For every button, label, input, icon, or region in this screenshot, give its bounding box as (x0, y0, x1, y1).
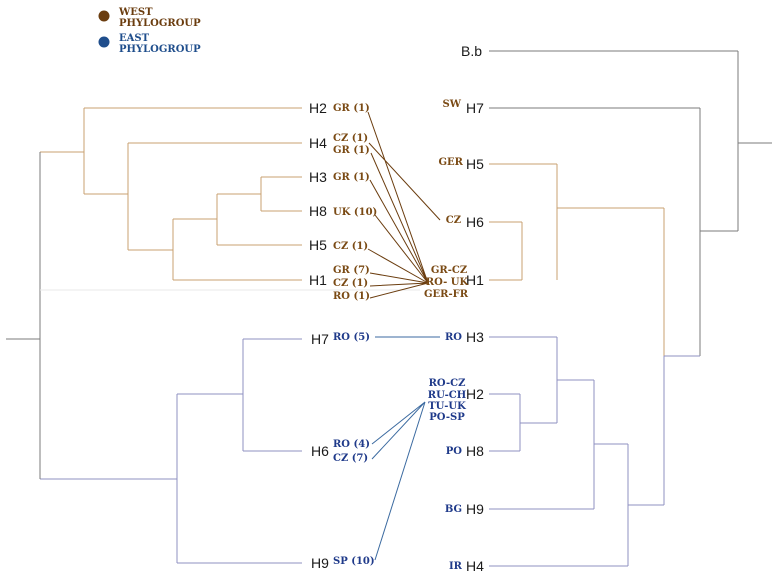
west-connector-lines (367, 111, 441, 299)
left-hap-h1: H1 (309, 272, 327, 288)
right-region-h2-4: PO-SP (429, 412, 465, 423)
left-count-h2-1: GR (1) (333, 103, 370, 114)
right-west-branches (489, 163, 665, 356)
left-east-branches (40, 338, 302, 564)
left-east-labels: H7 RO (5) H6 RO (4) CZ (7) H9 SP (10) (311, 331, 375, 571)
left-hap-h9: H9 (311, 555, 329, 571)
connectors-east (371, 336, 440, 561)
left-tree-root (6, 152, 420, 479)
right-region-h2-3: TU-UK (428, 401, 466, 412)
left-root-branch (6, 152, 41, 479)
right-tree (489, 50, 772, 567)
left-hap-h3: H3 (309, 169, 327, 185)
right-hap-h3: H3 (466, 329, 484, 345)
left-count-h7-1: RO (5) (333, 332, 370, 343)
legend-east-dot (98, 36, 110, 48)
left-west-branches (40, 107, 302, 281)
right-region-h3: RO (445, 332, 462, 343)
right-region-h1-1: GR-CZ (431, 265, 467, 276)
left-count-h4-2: GR (1) (333, 145, 370, 156)
left-count-h1-2: CZ (1) (333, 278, 368, 289)
right-hap-h8: H8 (466, 443, 484, 459)
right-hap-h5: H5 (466, 156, 484, 172)
left-hap-h6: H6 (311, 443, 329, 459)
right-hap-h7: H7 (466, 100, 484, 116)
left-hap-h7: H7 (311, 331, 329, 347)
left-count-h3-1: GR (1) (333, 172, 370, 183)
left-count-h5-1: CZ (1) (333, 241, 368, 252)
right-hap-h4: H4 (466, 558, 484, 574)
right-hap-h2: H2 (466, 386, 484, 402)
right-region-h7: SW (443, 99, 462, 110)
right-region-h4: IR (449, 561, 463, 572)
left-hap-h8: H8 (309, 203, 327, 219)
legend-east-label-1: EAST (119, 33, 150, 44)
right-root-branches (489, 50, 772, 356)
left-count-h9-1: SP (10) (333, 556, 375, 567)
left-west-labels: H2 GR (1) H4 CZ (1) GR (1) H3 GR (1) H8 … (309, 100, 377, 302)
left-tree-east (40, 338, 302, 564)
right-outgroup-label: B.b (461, 43, 482, 59)
left-hap-h4: H4 (309, 135, 327, 151)
left-count-h1-3: RO (1) (333, 291, 370, 302)
legend-west-label-2: PHYLOGROUP (119, 18, 201, 29)
left-count-h6-2: CZ (7) (333, 453, 368, 464)
legend-west-dot (98, 10, 110, 22)
right-region-h2-2: RU-CH (428, 390, 466, 401)
left-hap-h2: H2 (309, 100, 327, 116)
right-hap-h1: H1 (466, 272, 484, 288)
right-region-h1-3: GER-FR (424, 289, 469, 300)
left-tree-west (40, 107, 302, 281)
left-count-h1-1: GR (7) (333, 265, 370, 276)
right-hap-h6: H6 (466, 214, 484, 230)
right-labels: B.b H7 SW H5 GER H6 CZ H1 GR-CZ RO- UK G… (424, 43, 484, 574)
right-region-h1-2: RO- UK (426, 277, 469, 288)
east-connector-lines (371, 336, 440, 561)
left-count-h4-1: CZ (1) (333, 133, 368, 144)
left-hap-h5: H5 (309, 237, 327, 253)
right-region-h9: BG (445, 504, 462, 515)
right-region-h5: GER (439, 157, 464, 168)
right-region-h2-1: RO-CZ (429, 378, 466, 389)
left-count-h8-1: UK (10) (333, 207, 377, 218)
legend-west-label-1: WEST (118, 7, 153, 18)
right-region-h8: PO (446, 446, 463, 457)
right-east-branches (489, 336, 700, 567)
legend-east-label-2: PHYLOGROUP (119, 44, 201, 55)
connectors-west (367, 111, 441, 299)
left-count-h6-1: RO (4) (333, 439, 370, 450)
right-hap-h9: H9 (466, 501, 484, 517)
legend: WEST PHYLOGROUP EAST PHYLOGROUP (98, 7, 201, 55)
right-region-h6: CZ (446, 215, 461, 226)
